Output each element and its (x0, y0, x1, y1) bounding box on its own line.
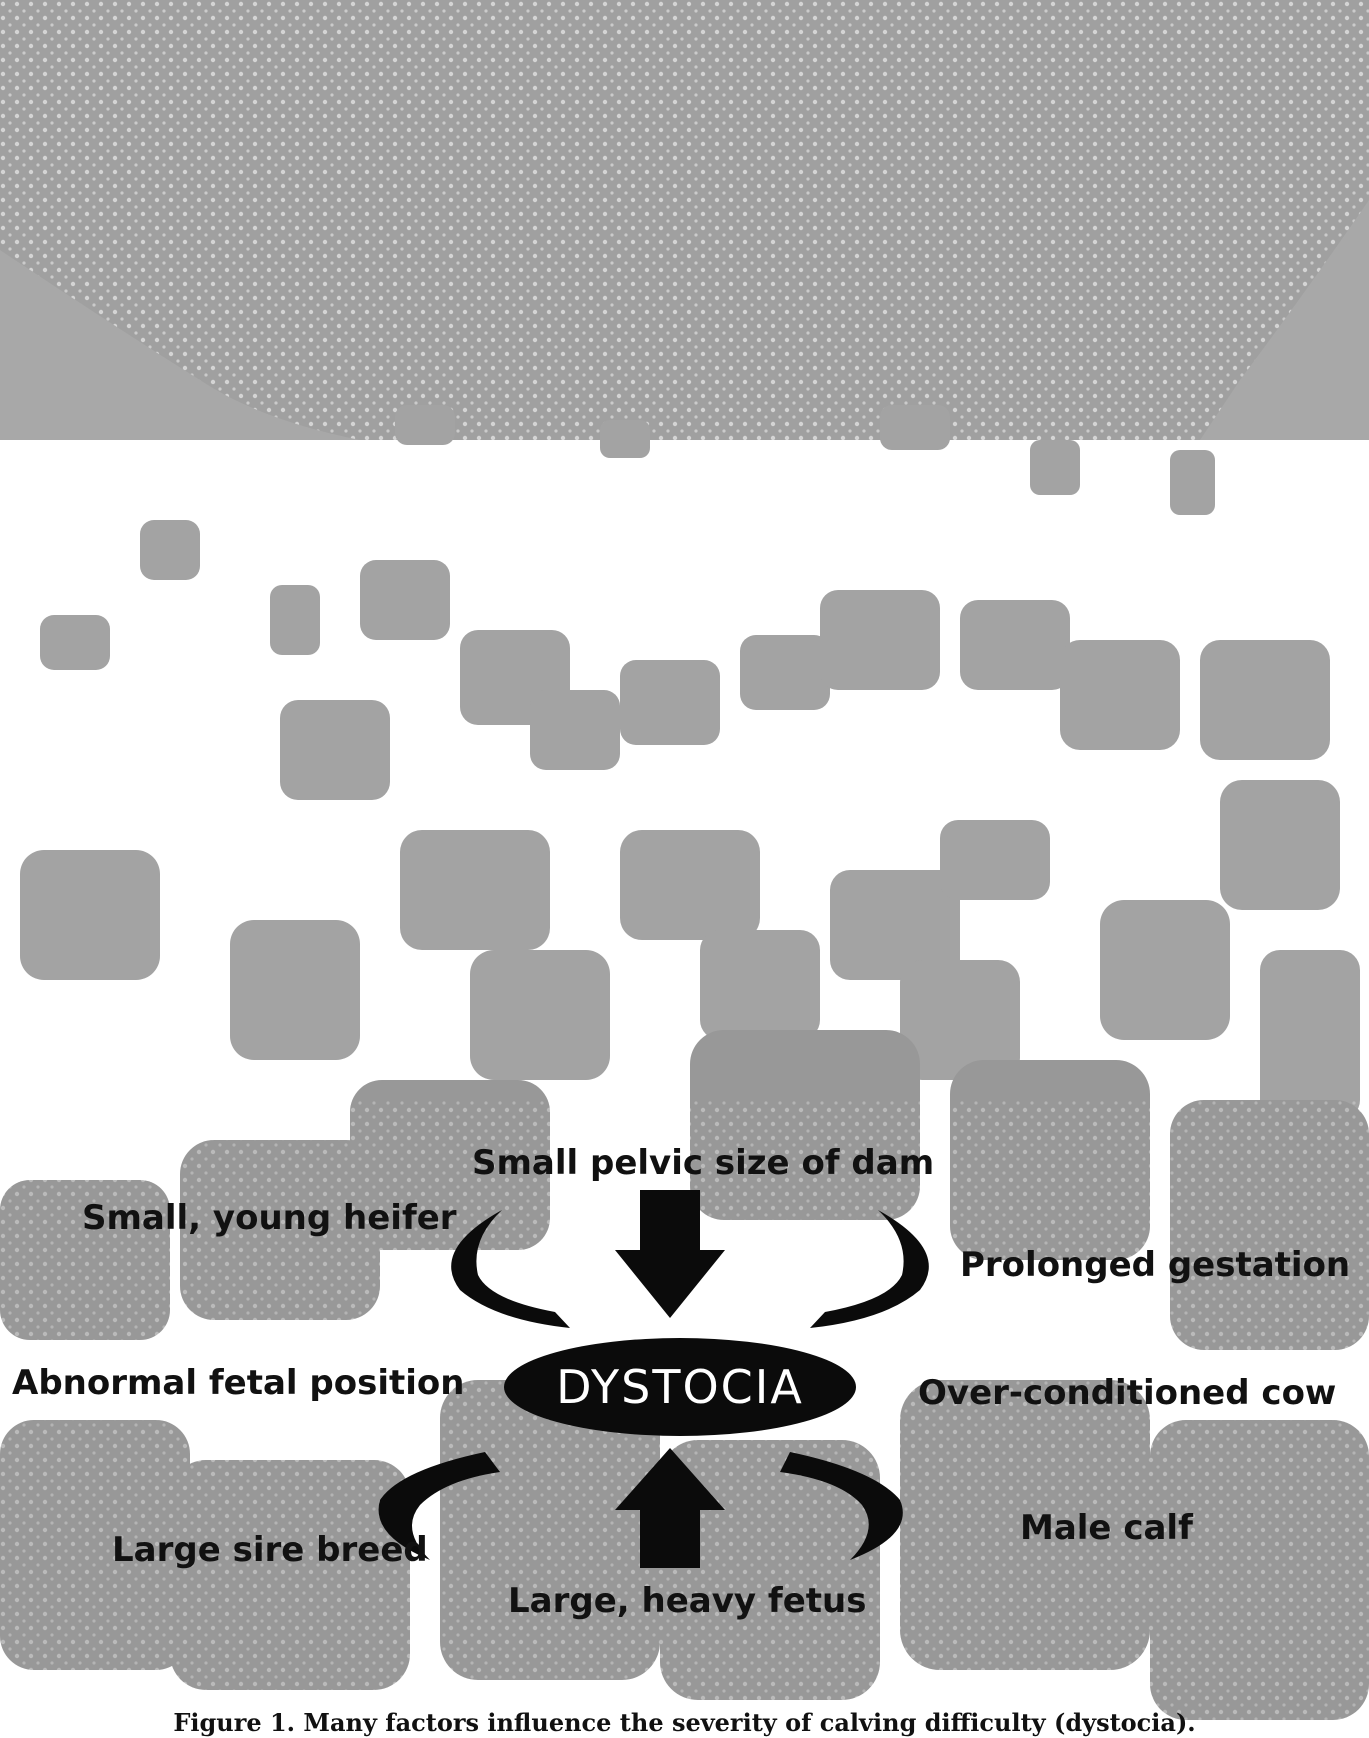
lower-right-arrow (780, 1452, 903, 1560)
bottom-arrow (615, 1448, 725, 1568)
upper-right-arrow (810, 1210, 929, 1328)
factor-top: Small pelvic size of dam (472, 1143, 934, 1183)
factor-bottom: Large, heavy fetus (508, 1581, 866, 1621)
factor-lower-right: Male calf (1020, 1508, 1193, 1548)
factor-lower-left: Large sire breed (112, 1530, 428, 1570)
center-label: DYSTOCIA (556, 1360, 804, 1414)
center-node: DYSTOCIA (504, 1338, 856, 1436)
factor-right: Over-conditioned cow (918, 1373, 1336, 1413)
factor-left: Abnormal fetal position (12, 1363, 464, 1403)
top-arrow (615, 1190, 725, 1318)
upper-left-arrow (451, 1210, 570, 1328)
factor-upper-left: Small, young heifer (82, 1198, 457, 1238)
factor-upper-right: Prolonged gestation (960, 1245, 1350, 1285)
figure-caption: Figure 1. Many factors influence the sev… (0, 1708, 1369, 1738)
